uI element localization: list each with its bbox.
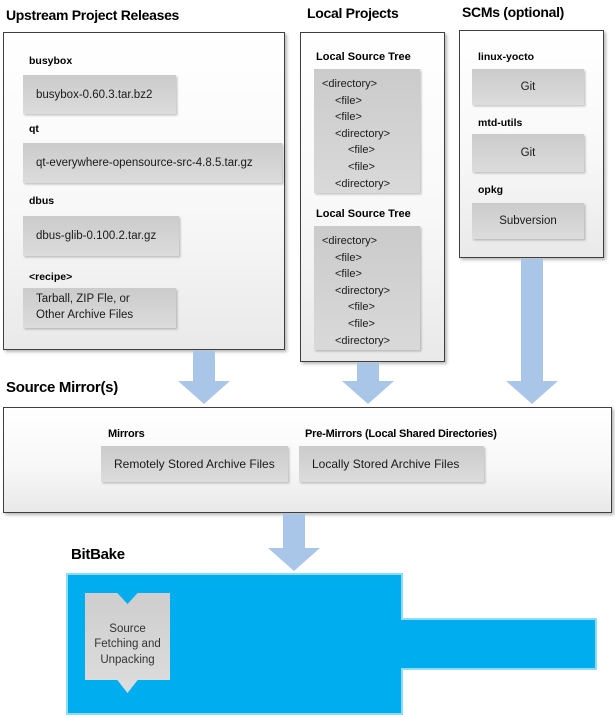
scm-tool-box: Subversion — [472, 203, 584, 239]
scm-package-label: linux-yocto — [478, 51, 535, 63]
archive-file-box: busybox-0.60.3.tar.bz2 — [23, 75, 176, 114]
bitbake-arm — [401, 618, 597, 670]
scm-package-label: opkg — [478, 184, 504, 196]
package-label: busybox — [29, 55, 73, 67]
tree-entry: <directory> — [335, 127, 391, 140]
tree-entry: <file> — [335, 251, 362, 264]
tree-entry: <directory> — [322, 78, 378, 90]
source-tree-label: Local Source Tree — [316, 51, 411, 63]
tree-entry: <file> — [348, 301, 375, 314]
tree-entry: <file> — [348, 317, 375, 330]
scm-tool-box: Git — [472, 134, 584, 172]
archive-file-text: dbus-glib-0.100.2.tar.gz — [36, 230, 157, 242]
scm-tool-text: Git — [520, 147, 536, 159]
mirrors-box: Remotely Stored Archive Files — [101, 446, 288, 482]
source-fetching-step: Source Fetching and Unpacking — [85, 593, 170, 693]
tree-entry: <directory> — [335, 177, 391, 190]
tree-entry: <directory> — [335, 284, 391, 297]
tree-entry: <file> — [335, 111, 362, 124]
archive-file-text: busybox-0.60.3.tar.bz2 — [36, 88, 153, 101]
tree-entry: <directory> — [335, 334, 391, 347]
source-mirrors-title: Source Mirror(s) — [6, 379, 118, 396]
scm-tool-box: Git — [472, 69, 584, 105]
source-tree-box: <directory> <file> <file> <directory> <f… — [314, 226, 420, 350]
source-mirrors-panel: Mirrors Remotely Stored Archive Files Pr… — [3, 407, 612, 513]
tree-entry: <file> — [335, 268, 362, 281]
tree-entry: <file> — [348, 144, 375, 157]
upstream-title: Upstream Project Releases — [6, 7, 180, 23]
premirrors-label: Pre-Mirrors (Local Shared Directories) — [305, 428, 497, 440]
source-fetching-step-text: Source Fetching and Unpacking — [94, 622, 161, 666]
scm-tool-text: Git — [520, 81, 536, 93]
upstream-panel: busybox busybox-0.60.3.tar.bz2 qt qt-eve… — [3, 32, 285, 350]
archive-file-text: qt-everywhere-opensource-src-4.8.5.tar.g… — [36, 157, 253, 169]
premirrors-box-text: Locally Stored Archive Files — [312, 457, 460, 471]
archive-file-text: Tarball, ZIP Fle, or Other Archive Files — [36, 293, 134, 321]
archive-file-box: qt-everywhere-opensource-src-4.8.5.tar.g… — [23, 143, 282, 183]
scms-panel: linux-yocto Git mtd-utils Git opkg Subve… — [459, 30, 604, 258]
mirrors-box-text: Remotely Stored Archive Files — [114, 457, 275, 471]
mirrors-label: Mirrors — [108, 428, 145, 440]
package-label: qt — [29, 123, 39, 135]
local-projects-title: Local Projects — [307, 5, 399, 21]
archive-file-box: Tarball, ZIP Fle, or Other Archive Files — [23, 288, 176, 328]
package-label: dbus — [29, 195, 55, 207]
archive-file-box: dbus-glib-0.100.2.tar.gz — [23, 216, 179, 256]
scm-tool-text: Subversion — [499, 215, 557, 227]
scm-package-label: mtd-utils — [478, 117, 523, 129]
premirrors-box: Locally Stored Archive Files — [299, 446, 484, 482]
recipe-label: <recipe> — [29, 271, 73, 283]
source-tree-box: <directory> <file> <file> <directory> <f… — [314, 69, 420, 193]
tree-entry: <file> — [348, 160, 375, 173]
bitbake-title: BitBake — [71, 546, 125, 563]
tree-entry: <file> — [335, 94, 362, 107]
scms-title: SCMs (optional) — [462, 4, 565, 20]
tree-entry: <directory> — [322, 235, 378, 247]
local-projects-panel: Local Source Tree <directory> <file> <fi… — [300, 32, 445, 362]
source-tree-label: Local Source Tree — [316, 208, 411, 220]
